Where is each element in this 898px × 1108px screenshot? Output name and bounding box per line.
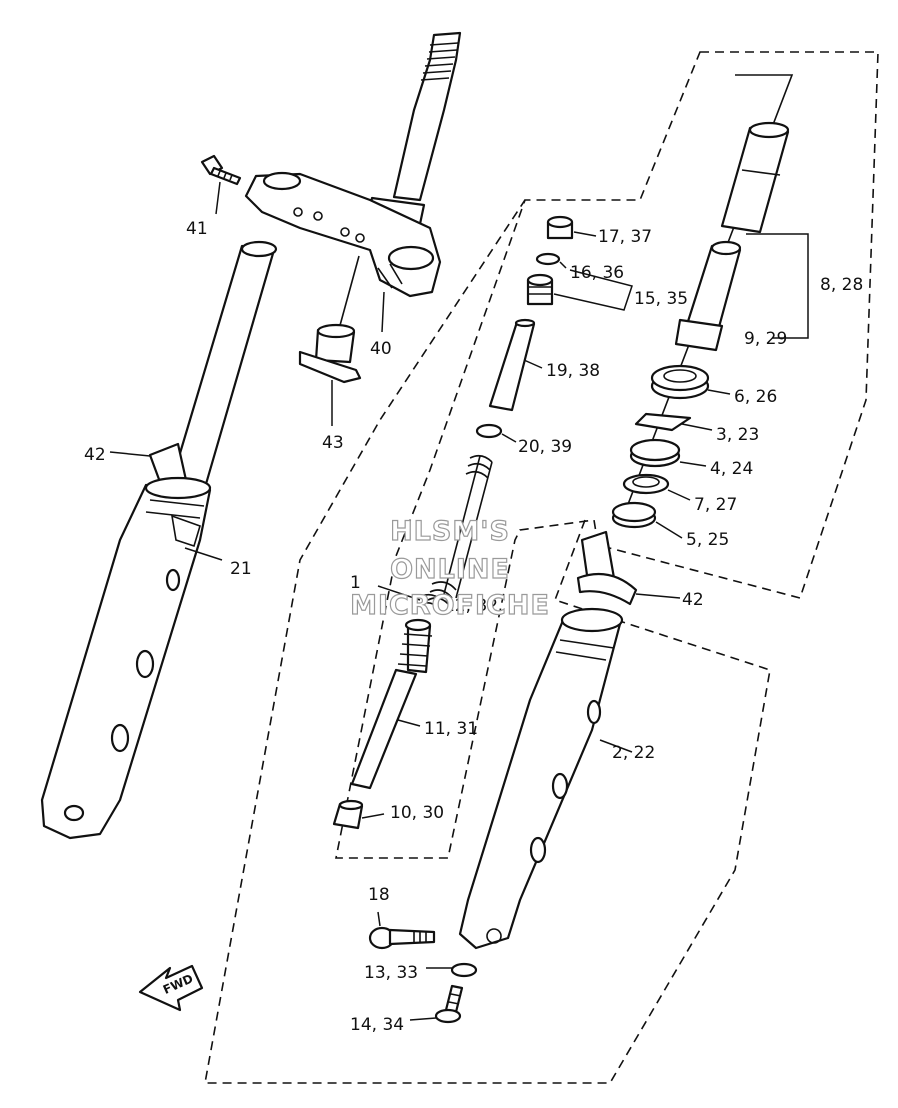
bushing-5-25 (611, 501, 657, 529)
watermark-line-3: MICROFICHE (350, 590, 550, 621)
callout-42-right: 42 (682, 590, 704, 610)
callout-19-38: 19, 38 (546, 361, 600, 381)
oil-lock-piece-10-30 (332, 799, 364, 830)
washer-4-24 (629, 438, 681, 468)
callout-40: 40 (370, 339, 392, 359)
under-bracket-40 (244, 171, 442, 298)
callout-6-26: 6, 26 (734, 387, 777, 407)
callout-14-34: 14, 34 (350, 1015, 404, 1035)
clip-3-23 (634, 412, 692, 432)
damper-rod-11-31 (350, 618, 433, 790)
callout-11-31: 11, 31 (424, 719, 478, 739)
callout-18: 18 (368, 885, 390, 905)
callout-17-37: 17, 37 (598, 227, 652, 247)
cap-17-37 (546, 215, 574, 240)
adjuster-15-35 (526, 273, 554, 306)
axle-bolt-18 (368, 926, 436, 950)
callout-2-22: 2, 22 (612, 743, 655, 763)
callout-9-29: 9, 29 (744, 329, 787, 349)
callout-3-23: 3, 23 (716, 425, 759, 445)
callout-42-left: 42 (84, 445, 106, 465)
callout-15-35: 15, 35 (634, 289, 688, 309)
callout-41: 41 (186, 219, 208, 239)
outer-tube-2-22 (458, 607, 624, 950)
steering-stem (366, 31, 462, 226)
callout-43: 43 (322, 433, 344, 453)
callout-8-28: 8, 28 (820, 275, 863, 295)
inner-tube-8-28 (720, 121, 790, 234)
washer-20-39 (475, 423, 503, 439)
callout-labels: 17, 37 16, 36 15, 35 19, 38 20, 39 8, 28… (84, 219, 863, 1035)
washer-13-33 (450, 962, 478, 978)
dust-seal-43 (298, 255, 362, 384)
watermark-line-2: ONLINE (390, 554, 510, 585)
drain-bolt-14-34 (434, 984, 464, 1024)
rebound-spring-12-32 (417, 593, 441, 609)
callout-20-39: 20, 39 (518, 437, 572, 457)
callout-7-27: 7, 27 (694, 495, 737, 515)
oil-seal-6-26 (650, 364, 710, 400)
outer-tube-boundary (204, 199, 771, 1084)
oring-16-36 (535, 252, 561, 266)
callout-12-32: 12, 32 (444, 596, 498, 616)
inner-parts-boundary (335, 51, 879, 859)
left-fork-assembly-21 (40, 240, 278, 840)
leader-lines (109, 181, 809, 1021)
watermark: HLSM'S ONLINE MICROFICHE (349, 515, 550, 621)
fork-guard-42 (576, 530, 638, 606)
fwd-arrow-icon: FWD (138, 964, 204, 1012)
bushing-7-27 (622, 473, 670, 495)
callout-1: 1 (350, 573, 361, 593)
slide-bushing-9-29 (674, 240, 742, 352)
watermark-line-1: HLSM'S (390, 516, 510, 547)
pinch-bolt-41 (200, 154, 242, 186)
callout-10-30: 10, 30 (390, 803, 444, 823)
spacer-19-38 (488, 318, 536, 412)
callout-4-24: 4, 24 (710, 459, 753, 479)
callout-13-33: 13, 33 (364, 963, 418, 983)
callout-21: 21 (230, 559, 252, 579)
callout-5-25: 5, 25 (686, 530, 729, 550)
callout-16-36: 16, 36 (570, 263, 624, 283)
